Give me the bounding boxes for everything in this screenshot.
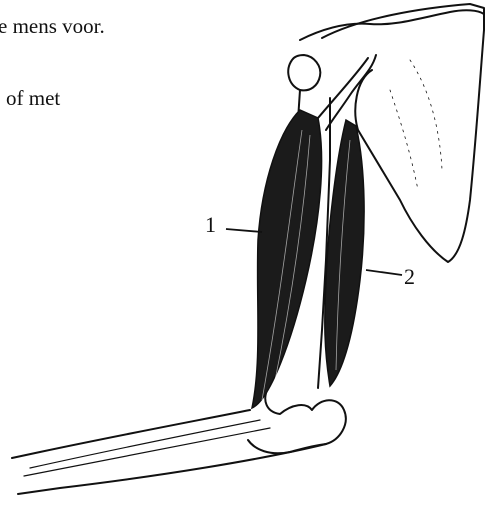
tendon-long	[326, 55, 376, 130]
leader-line-1	[226, 229, 262, 232]
label-muscle-2: 2	[404, 266, 415, 288]
scapula-texture	[390, 60, 442, 190]
humerus-head	[288, 55, 320, 90]
label-muscle-1: 1	[205, 214, 216, 236]
forearm-upper	[12, 410, 250, 458]
forearm-lower	[18, 444, 326, 494]
tendon-short	[318, 58, 368, 118]
leader-line-2	[366, 270, 402, 275]
muscle-1	[252, 110, 322, 408]
